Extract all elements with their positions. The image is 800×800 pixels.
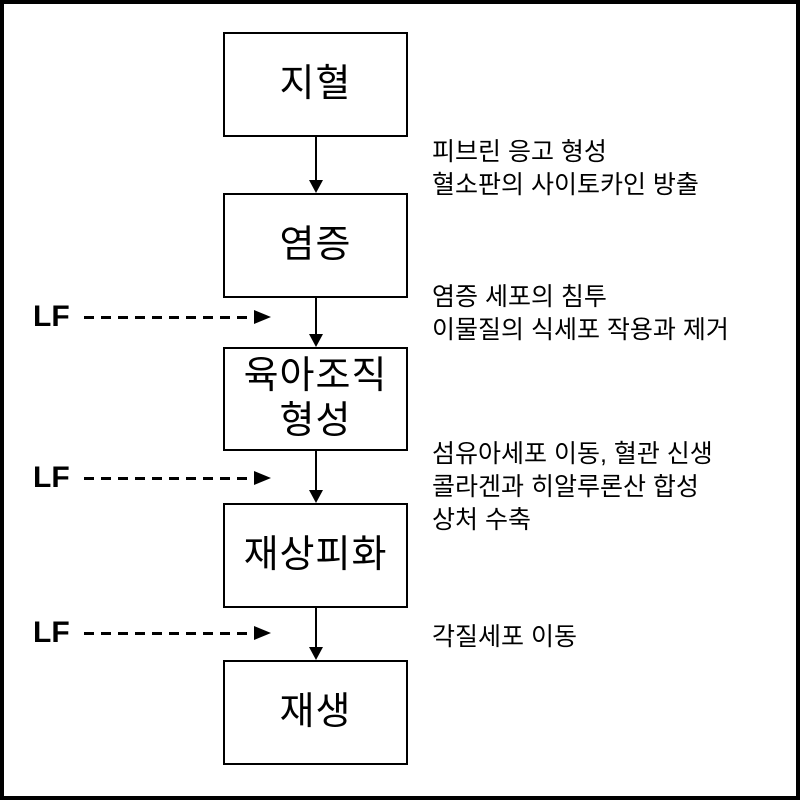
flow-box-label: 육아조직 <box>243 355 388 397</box>
annotation-line: 이물질의 식세포 작용과 제거 <box>432 316 729 344</box>
arrowhead-icon <box>254 471 271 485</box>
down-arrow-icon <box>308 298 324 347</box>
dashed-arrow-icon <box>84 476 254 480</box>
flow-box-label: 재생 <box>279 691 352 733</box>
down-arrow-icon <box>308 137 324 193</box>
lf-arrow-row-2: LF <box>0 461 280 495</box>
annotation-hemostasis-to-inflammation: 피브린 응고 형성 혈소판의 사이토카인 방출 <box>432 136 699 202</box>
dashed-arrow-icon <box>84 315 254 319</box>
lf-label: LF <box>33 300 70 333</box>
annotation-line: 각질세포 이동 <box>432 623 577 651</box>
flow-box-regeneration: 재생 <box>223 660 408 765</box>
flow-box-label: 재상피화 <box>243 534 388 576</box>
down-arrow-icon <box>308 451 324 503</box>
annotation-inflammation-to-granulation: 염증 세포의 침투 이물질의 식세포 작용과 제거 <box>432 281 729 347</box>
arrowhead-icon <box>254 626 271 640</box>
annotation-line: 피브린 응고 형성 <box>432 138 607 166</box>
annotation-line: 콜라겐과 히알루론산 합성 <box>432 473 699 501</box>
annotation-granulation-to-reepithelialization: 섬유아세포 이동, 혈관 신생 콜라겐과 히알루론산 합성 상처 수축 <box>432 438 713 537</box>
lf-label: LF <box>33 461 70 494</box>
flow-box-inflammation: 염증 <box>223 193 408 298</box>
arrowhead-icon <box>254 310 271 324</box>
flow-box-label: 형성 <box>279 400 352 442</box>
annotation-reepithelialization-to-regeneration: 각질세포 이동 <box>432 621 577 654</box>
lf-arrow-row-3: LF <box>0 616 280 650</box>
flow-box-hemostasis: 지혈 <box>223 32 408 137</box>
annotation-line: 상처 수축 <box>432 506 531 534</box>
annotation-line: 혈소판의 사이토카인 방출 <box>432 171 699 199</box>
dashed-arrow-icon <box>84 631 254 635</box>
flow-box-reepithelialization: 재상피화 <box>223 503 408 608</box>
flow-box-label: 지혈 <box>279 63 352 105</box>
flow-box-label: 염증 <box>279 224 352 266</box>
lf-label: LF <box>33 616 70 649</box>
flow-box-granulation: 육아조직 형성 <box>223 347 408 451</box>
down-arrow-icon <box>308 608 324 660</box>
annotation-line: 섬유아세포 이동, 혈관 신생 <box>432 440 713 468</box>
lf-arrow-row-1: LF <box>0 300 280 334</box>
annotation-line: 염증 세포의 침투 <box>432 283 607 311</box>
